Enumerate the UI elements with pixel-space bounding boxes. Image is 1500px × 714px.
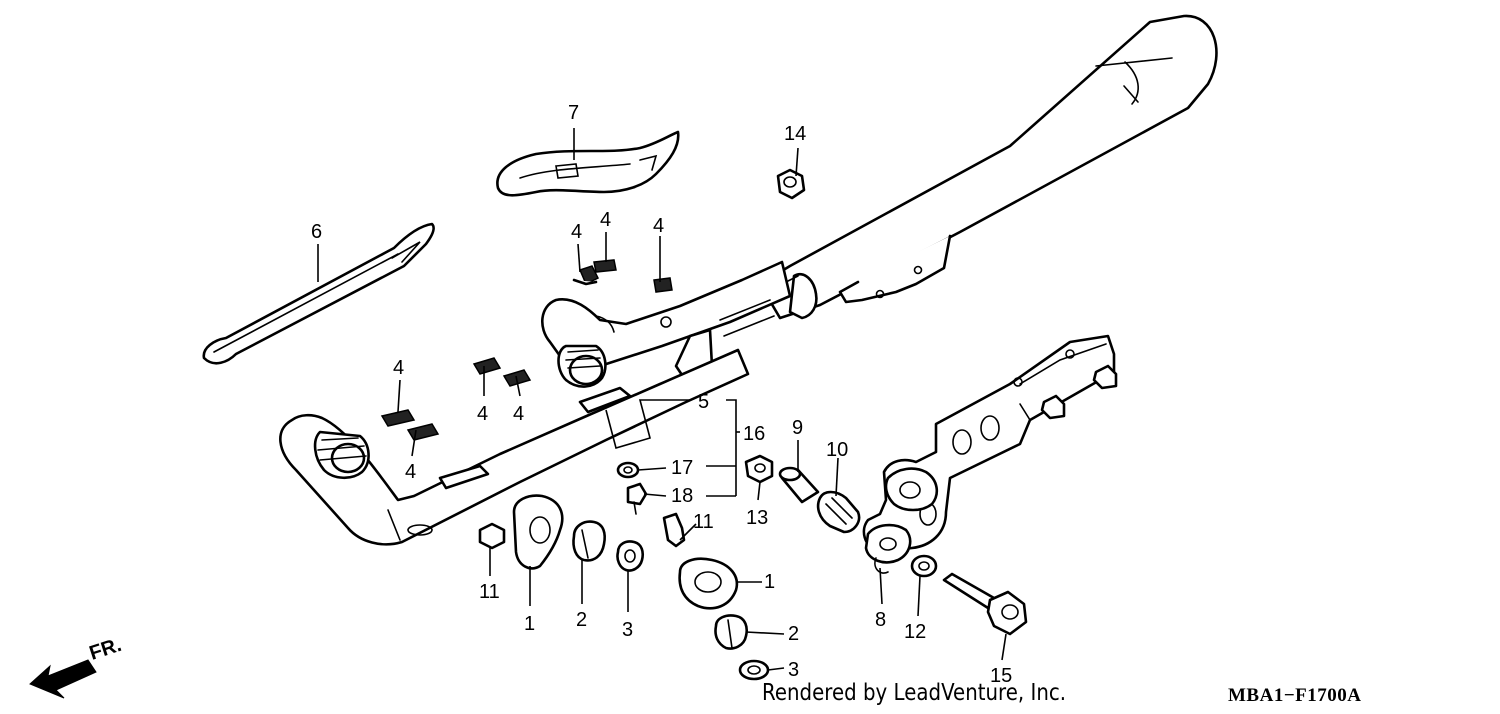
washer-17 [616, 461, 640, 479]
callout-2a: 2 [576, 609, 587, 631]
callout-12: 12 [904, 621, 926, 643]
callout-8: 8 [875, 609, 886, 631]
washer-12 [910, 554, 938, 578]
gasket-group-right [678, 557, 770, 681]
callout-18: 18 [671, 485, 693, 507]
rubber-grommet-10 [816, 490, 861, 534]
rear-exhaust-pipe [541, 260, 792, 388]
callout-11a: 11 [479, 581, 500, 603]
callout-2b: 2 [788, 623, 799, 645]
flange-bolt-15 [942, 572, 1028, 636]
callout-4e: 4 [477, 403, 488, 425]
callout-4g: 4 [405, 461, 416, 483]
bolt-18 [626, 482, 648, 515]
leader-lines [317, 128, 1007, 671]
callout-1b: 1 [764, 571, 775, 593]
gasket-group-left [512, 494, 645, 572]
front-marker-label: FR. [87, 634, 124, 665]
muffler-bracket [862, 334, 1118, 574]
diagram-code: MBA1−F1700A [1228, 685, 1362, 706]
callout-9: 9 [792, 417, 803, 439]
callout-4c: 4 [653, 215, 664, 237]
callout-6: 6 [311, 221, 322, 243]
front-direction-arrow: FR. [29, 634, 124, 699]
nut-13 [744, 454, 774, 484]
collar-9 [778, 466, 820, 504]
render-credit: Rendered by LeadVenture, Inc. [762, 680, 1067, 706]
callout-13: 13 [746, 507, 768, 529]
nut-14 [776, 168, 806, 200]
callout-1a: 1 [524, 613, 535, 635]
callout-3a: 3 [622, 619, 633, 641]
callout-labels: 7 6 14 4 4 4 4 4 4 4 5 16 17 18 9 10 13 … [311, 102, 1012, 687]
callout-14: 14 [784, 123, 806, 145]
heat-shield-7 [496, 130, 680, 197]
callout-15: 15 [990, 665, 1012, 687]
callout-10: 10 [826, 439, 848, 461]
callout-5: 5 [698, 391, 709, 413]
callout-3b: 3 [788, 659, 799, 681]
callout-7: 7 [568, 102, 579, 124]
heat-shield-6 [202, 222, 435, 365]
callout-11b: 11 [693, 511, 714, 533]
grommets-4 [380, 259, 673, 441]
front-exhaust-pipe [279, 348, 750, 546]
bolt-11 [478, 512, 686, 550]
callout-4f: 4 [513, 403, 524, 425]
callout-4a: 4 [571, 221, 582, 243]
muffler [758, 14, 1218, 320]
callout-17: 17 [671, 457, 693, 479]
callout-16: 16 [743, 423, 765, 445]
callout-4d: 4 [393, 357, 404, 379]
callout-4b: 4 [600, 209, 611, 231]
